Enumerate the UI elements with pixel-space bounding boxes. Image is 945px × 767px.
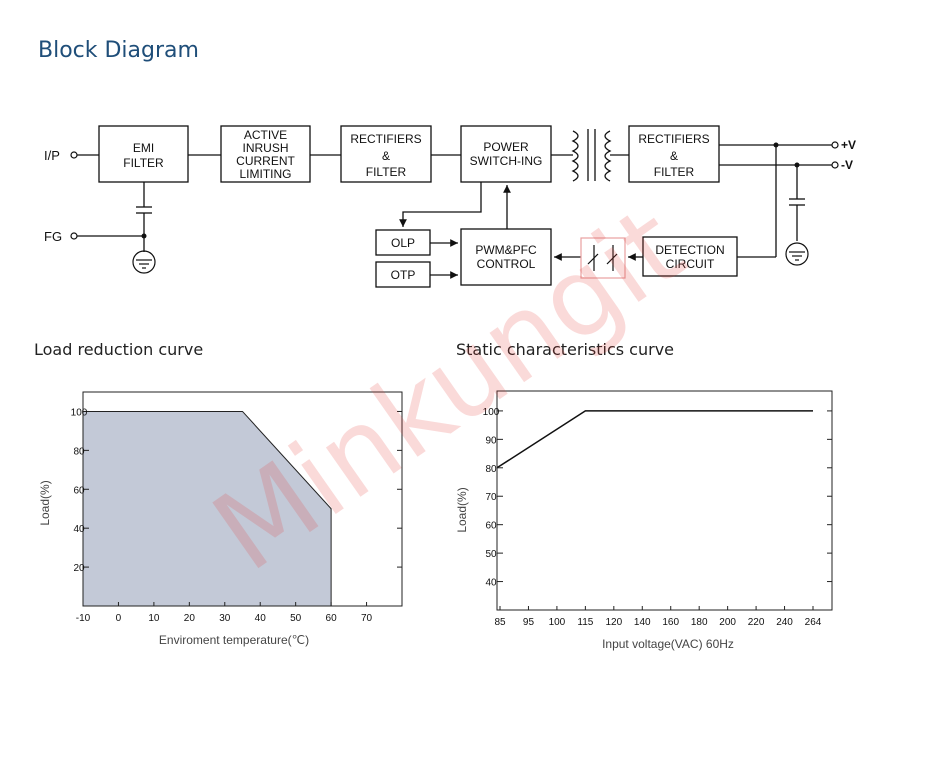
earth-ground-icon [132,250,156,274]
static-xtick-label: 140 [634,617,651,628]
static-xtick-label: 240 [776,617,793,628]
static-ytick-label: 90 [485,435,497,446]
static-ytick-label: 70 [485,492,497,503]
pwm-pfc-control-block [460,228,552,286]
power-switching-block [460,125,552,183]
static-ytick-label: 50 [485,549,497,560]
rect2-label-3: FILTER [654,165,695,179]
load-curve-title: Load reduction curve [34,340,204,359]
static-ytick-label: 100 [483,407,500,418]
static-xtick-label: 85 [494,617,506,628]
static-characteristics-chart: 85 95 100 115 120 140 160 180 200 220 240 264 40 50 6… [455,390,833,651]
static-curve-title: Static characteristics curve [456,340,674,359]
load-xtick-label: 60 [326,613,338,624]
static-xlabel: Input voltage(VAC) 60Hz [602,637,734,651]
watermark: Minkungit [191,182,705,596]
rect1-label-2: & [382,149,390,163]
neg-output-terminal [831,161,839,169]
static-xtick-label: 120 [605,617,622,628]
static-xtick-label: 115 [577,617,593,628]
inrush-label-3: CURRENT [236,154,295,168]
rect1-label-3: FILTER [366,165,407,179]
pwm-label-1: PWM&PFC [475,243,537,257]
olp-block [375,229,431,256]
rectifiers-filter-block-2 [628,125,720,183]
load-xtick-label: 20 [184,613,196,624]
fg-label: FG [44,229,62,244]
otp-label: OTP [391,268,416,282]
earth-ground-icon [785,242,809,266]
static-ytick-label: 80 [485,464,497,475]
static-xtick-label: 160 [662,617,679,628]
rect2-label-2: & [670,149,678,163]
inrush-label-2: INRUSH [242,141,288,155]
load-xlabel: Enviroment temperature(℃) [159,633,309,647]
static-xtick-label: 100 [549,617,566,628]
power-label-2: SWITCH-ING [470,154,543,168]
load-xtick-label: -10 [76,613,91,624]
ground-terminal [70,232,78,240]
load-xtick-label: 30 [219,613,231,624]
emi-filter-block [98,125,189,183]
pwm-label-2: CONTROL [477,257,536,271]
inrush-label-4: LIMITING [239,167,291,181]
static-xtick-label: 264 [805,617,822,628]
emi-label-2: FILTER [123,156,164,170]
rect2-label-1: RECTIFIERS [638,132,709,146]
static-xtick-label: 200 [719,617,736,628]
load-reduction-chart: -10 0 10 20 30 40 50 60 70 20 40 60 80 100 Enviromen… [38,391,403,647]
page-title: Block Diagram [38,38,199,63]
static-xtick-label: 180 [691,617,708,628]
load-xtick-label: 50 [290,613,302,624]
static-ylabel: Load(%) [455,487,469,532]
load-ytick-label: 60 [73,485,85,496]
load-ylabel: Load(%) [38,480,52,525]
load-xtick-label: 0 [116,613,122,624]
optocoupler-icon [580,237,626,279]
pos-output-terminal [831,141,839,149]
detection-label-2: CIRCUIT [666,257,715,271]
neg-output-label: -V [841,158,853,172]
rect1-label-1: RECTIFIERS [350,132,421,146]
static-xtick-label: 95 [523,617,535,628]
load-xtick-label: 70 [361,613,373,624]
input-label: I/P [44,148,60,163]
detection-label-1: DETECTION [655,243,724,257]
input-terminal [70,151,78,159]
load-ytick-label: 80 [73,446,85,457]
otp-block [375,261,431,288]
load-xtick-label: 10 [148,613,160,624]
static-line [496,410,813,469]
emi-label-1: EMI [133,141,154,155]
load-ytick-label: 100 [71,407,88,418]
inrush-block [220,125,311,183]
pos-output-label: +V [841,138,856,152]
static-ytick-label: 40 [485,578,497,589]
rectifiers-filter-block-1 [340,125,432,183]
static-xtick-label: 220 [748,617,765,628]
detection-circuit-block [642,236,738,277]
load-xtick-label: 40 [255,613,267,624]
load-ytick-label: 20 [73,563,85,574]
inrush-label-1: ACTIVE [244,128,287,142]
load-ytick-label: 40 [73,524,85,535]
static-ytick-label: 60 [485,521,497,532]
power-label-1: POWER [483,140,529,154]
olp-label: OLP [391,236,415,250]
